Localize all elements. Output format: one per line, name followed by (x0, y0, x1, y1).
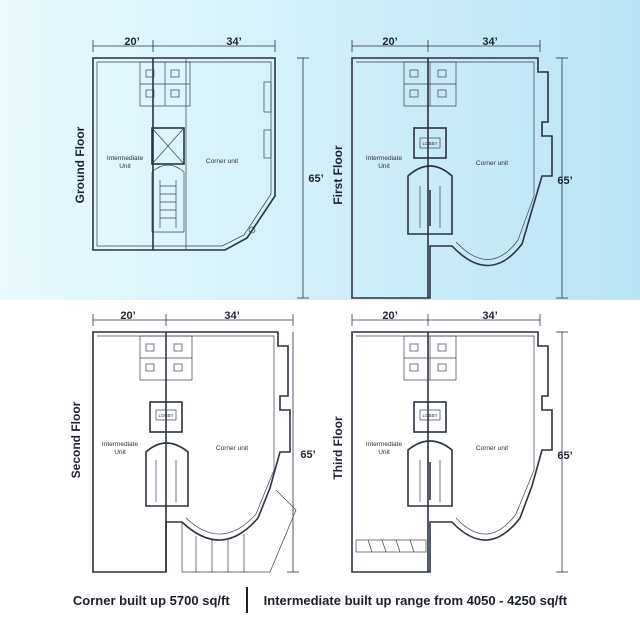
intermediate-builtup-caption: Intermediate built up range from 4050 - … (263, 592, 568, 608)
height-label: 65’ (300, 449, 315, 461)
width-label-right: 34’ (482, 36, 497, 48)
plan-ground-floor: 20’ 34’ 65’ Ground Floor (73, 36, 324, 299)
width-label-left: 20’ (382, 310, 397, 322)
width-label-left: 20’ (124, 36, 139, 48)
floor-title: Second Floor (69, 401, 83, 478)
width-label-right: 34’ (482, 310, 497, 322)
lift-label: LOBBY (422, 413, 437, 418)
width-label-left: 20’ (120, 310, 135, 322)
lift-label: LOBBY (158, 413, 173, 418)
room-label-corner: Corner unit (476, 160, 508, 167)
caption-separator (245, 587, 248, 613)
room-label-corner: Corner unit (476, 445, 508, 452)
plan-first-floor: 20’ 34’ 65’ First Floor LOBBY Intermedia… (331, 36, 573, 299)
plan-second-floor: 20’ 34’ 65’ Second Floor LOBBY Intermedi… (69, 310, 316, 573)
width-label-right: 34’ (226, 36, 241, 48)
floor-title: Third Floor (331, 416, 345, 480)
floor-title: Ground Floor (73, 126, 87, 203)
width-label-right: 34’ (224, 310, 239, 322)
plan-third-floor: 20’ 34’ 65’ Third Floor LOBBY Intermedia… (331, 310, 573, 573)
footer-captions: Corner built up 5700 sq/ft Intermediate … (0, 578, 640, 622)
width-label-left: 20’ (382, 36, 397, 48)
corner-builtup-caption: Corner built up 5700 sq/ft (72, 592, 230, 608)
height-label: 65’ (557, 450, 572, 462)
height-label: 65’ (308, 173, 323, 185)
lift-label: LOBBY (422, 141, 437, 146)
room-label-corner: Corner unit (216, 445, 248, 452)
height-label: 65’ (557, 175, 572, 187)
room-label-corner: Corner unit (206, 158, 238, 165)
floor-title: First Floor (331, 145, 345, 205)
